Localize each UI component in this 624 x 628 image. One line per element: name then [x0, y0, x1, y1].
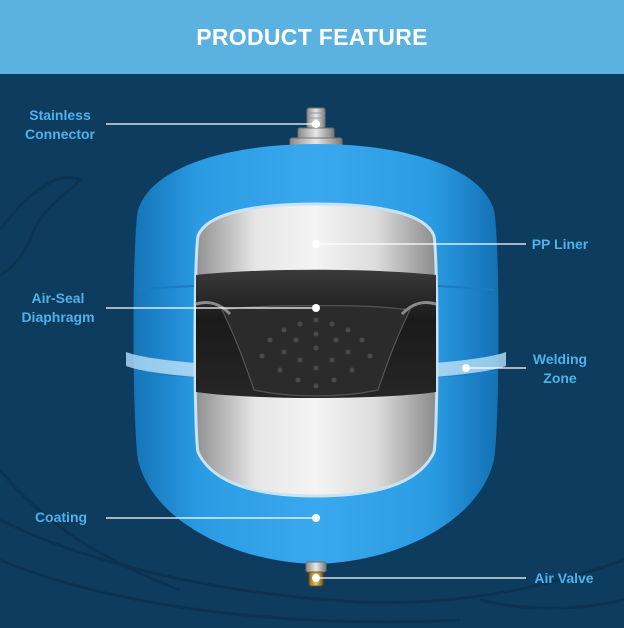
label-pp-liner: PP Liner	[528, 235, 592, 254]
label-stainless-connector-line2: Connector	[25, 126, 95, 142]
callout-lines	[106, 120, 526, 582]
label-pp-liner-text: PP Liner	[531, 236, 589, 252]
header-banner: PRODUCT FEATURE	[0, 0, 624, 74]
diaphragm-dots	[259, 317, 373, 389]
label-welding-zone: Welding Zone	[528, 350, 592, 388]
label-coating-text: Coating	[34, 509, 88, 525]
label-air-seal-diaphragm: Air-Seal Diaphragm	[14, 289, 102, 327]
page-title: PRODUCT FEATURE	[196, 23, 428, 50]
label-welding-zone-line2: Zone	[543, 370, 577, 386]
label-welding-zone-line1: Welding	[532, 351, 588, 367]
tank-illustration	[0, 107, 624, 624]
air-valve-part	[305, 561, 327, 587]
label-coating: Coating	[28, 508, 94, 527]
label-air-seal-line1: Air-Seal	[31, 290, 85, 306]
label-air-valve-text: Air Valve	[534, 570, 594, 586]
label-air-seal-line2: Diaphragm	[21, 309, 95, 325]
background-swirls	[0, 175, 624, 624]
label-stainless-connector: Stainless Connector	[22, 106, 98, 144]
label-air-valve: Air Valve	[528, 569, 600, 588]
label-stainless-connector-line1: Stainless	[29, 107, 91, 123]
